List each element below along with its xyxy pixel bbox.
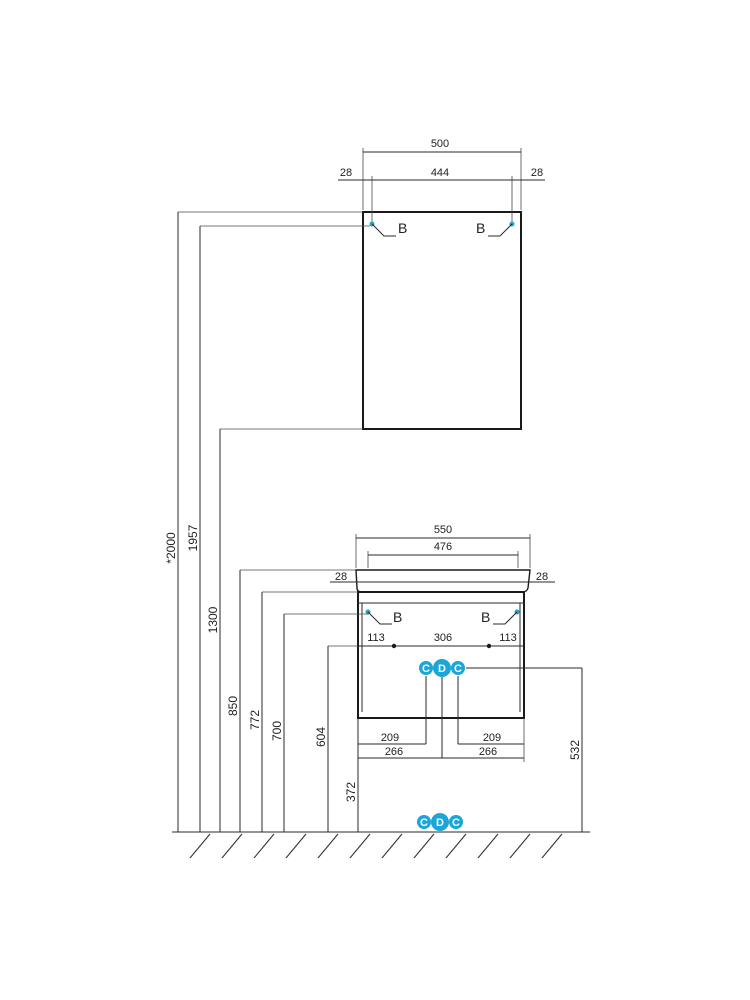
cabinet-offset-left: 28 — [340, 167, 352, 179]
lower-connector-c-left — [417, 815, 431, 829]
upper-connector-label-c-right: C — [454, 663, 462, 675]
lower-connectors: C D C — [417, 813, 463, 831]
floor-hatch-line — [509, 833, 531, 859]
vanity-offset-left: 28 — [335, 571, 347, 583]
upper-connector-c-left — [419, 661, 433, 675]
vanity-mount-label-left: B — [393, 609, 402, 625]
wall-cabinet-body — [362, 211, 522, 430]
floor-hatch-line — [285, 833, 307, 859]
vanity-spacing-right: 113 — [499, 632, 517, 644]
vanity-offset-right: 28 — [536, 571, 548, 583]
floor-hatch-line — [317, 833, 339, 859]
height-cabinet-bottom: 1300 — [206, 606, 220, 633]
cabinet-mount-label-left: B — [398, 220, 407, 236]
vanity-sink — [355, 569, 531, 593]
vanity-width-total: 550 — [434, 524, 452, 536]
vanity-unit: 550 476 28 28 B B 113 306 113 209 — [330, 524, 555, 762]
floor-hatch-line — [381, 833, 403, 859]
floor-hatch-line — [253, 833, 275, 859]
vanity-body — [357, 591, 525, 719]
floor — [172, 831, 590, 859]
vanity-spacing-left: 113 — [367, 632, 385, 644]
upper-connector-label-d: D — [438, 663, 446, 675]
floor-hatch-line — [445, 833, 467, 859]
cabinet-offset-right: 28 — [531, 167, 543, 179]
floor-hatch-line — [541, 833, 563, 859]
vanity-spacing-mid: 306 — [434, 632, 452, 644]
upper-connectors: C D C — [419, 659, 582, 677]
floor-hatch-line — [413, 833, 435, 859]
height-cabinet-top: 1957 — [186, 524, 200, 551]
vanity-mount-label-right: B — [481, 609, 490, 625]
cabinet-width-total: 500 — [431, 138, 449, 150]
vanity-hole-left — [391, 643, 397, 649]
floor-hatching — [189, 833, 563, 859]
floor-hatch-line — [221, 833, 243, 859]
vanity-hole-right — [486, 643, 492, 649]
cabinet-mount-label-right: B — [476, 220, 485, 236]
vanity-width-inner: 476 — [434, 541, 452, 553]
lower-connector-label-c-left: C — [420, 817, 428, 829]
lower-connector-c-right — [449, 815, 463, 829]
height-vanity-mid: 772 — [248, 710, 262, 730]
lower-connector-d — [431, 813, 449, 831]
upper-connector-d — [433, 659, 451, 677]
floor-hatch-line — [477, 833, 499, 859]
floor-hatch-line — [349, 833, 371, 859]
height-dimensions: *2000 1957 1300 850 772 700 604 372 532 — [164, 211, 583, 832]
height-connector: 532 — [568, 740, 582, 760]
lower-connector-label-d: D — [436, 817, 444, 829]
height-pipe: 604 — [314, 727, 328, 747]
vanity-dim-209-right: 209 — [483, 732, 501, 744]
vanity-dim-266-right: 266 — [479, 746, 497, 758]
floor-hatch-line — [189, 833, 211, 859]
height-vanity-top: 850 — [226, 696, 240, 716]
height-vanity-mount: 700 — [270, 721, 284, 741]
height-total: *2000 — [164, 532, 178, 564]
height-vanity-bottom: 372 — [344, 782, 358, 802]
wall-cabinet: 500 28 444 28 B B — [338, 138, 545, 430]
upper-connector-c-right — [451, 661, 465, 675]
upper-connector-label-c-left: C — [422, 663, 430, 675]
vanity-dim-266-left: 266 — [385, 746, 403, 758]
cabinet-width-inner: 444 — [431, 167, 449, 179]
vanity-dim-209-left: 209 — [381, 732, 399, 744]
lower-connector-label-c-right: C — [452, 817, 460, 829]
